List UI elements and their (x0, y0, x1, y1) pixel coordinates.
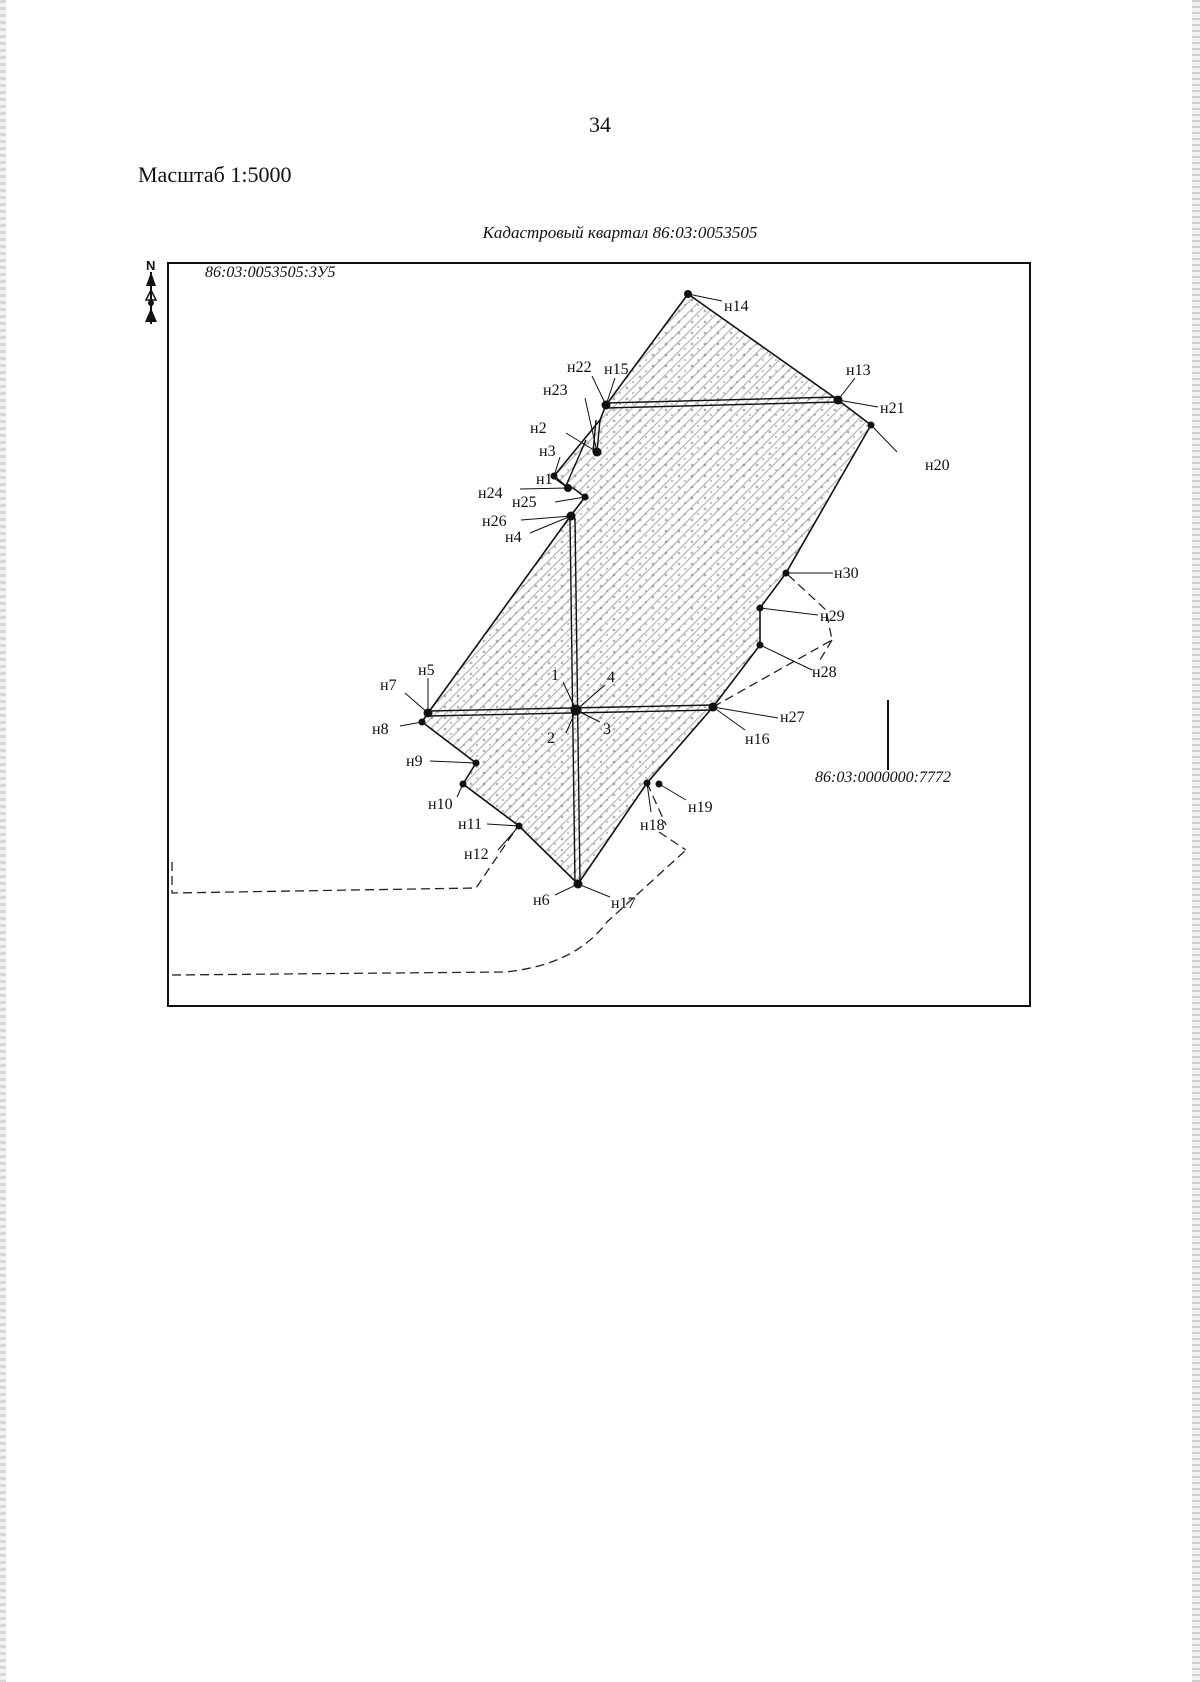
point-label: н10 (428, 796, 453, 813)
point-label: н8 (372, 721, 389, 738)
point-label: н12 (464, 846, 489, 863)
point-label: н7 (380, 677, 397, 694)
page-number: 34 (589, 112, 611, 137)
scan-edge-right (1192, 0, 1200, 1682)
point-label: н18 (640, 817, 665, 834)
point-label: н14 (724, 298, 749, 315)
point-label: н6 (533, 892, 550, 909)
label-leaders (399, 293, 898, 898)
point-label: н27 (780, 709, 805, 726)
point-label: н9 (406, 753, 423, 770)
point-label: н20 (925, 457, 950, 474)
scan-edge-left (0, 0, 6, 1682)
point-label: н21 (880, 400, 905, 417)
point-label: 1 (551, 667, 559, 684)
point-label: н29 (820, 608, 845, 625)
north-arrow-icon (144, 272, 158, 324)
point-label: н19 (688, 799, 713, 816)
point-label: н22 (567, 359, 592, 376)
parcel-label: 86:03:0053505:ЗУ5 (205, 264, 336, 281)
point-label: н4 (505, 529, 522, 546)
parcel-boundary (420, 293, 873, 886)
point-label: н1 (536, 471, 553, 488)
map-frame (167, 262, 1031, 1007)
point-label: н28 (812, 664, 837, 681)
point-label: н23 (543, 382, 568, 399)
point-label: н26 (482, 513, 507, 530)
vertex-labels: н14 н15 н22 н13 н21 н23 н2 н3 н1 н24 н25… (372, 298, 950, 912)
point-label: 3 (603, 721, 611, 738)
point-label: н24 (478, 485, 503, 502)
parcel-fill (422, 294, 871, 884)
neighbor-parcel-label: 86:03:0000000:7772 (815, 769, 951, 786)
point-label: н30 (834, 565, 859, 582)
north-label: N (146, 258, 156, 273)
scale-label: Масштаб 1:5000 (138, 162, 292, 187)
point-label: н17 (611, 895, 636, 912)
point-label: н5 (418, 662, 435, 679)
point-label: н2 (530, 420, 547, 437)
point-label: н13 (846, 362, 871, 379)
point-label: н25 (512, 494, 537, 511)
point-label: н15 (604, 361, 629, 378)
point-label: н16 (745, 731, 770, 748)
neighbor-boundaries (171, 572, 833, 976)
point-label: 2 (547, 730, 555, 747)
internal-division-lines (427, 396, 839, 885)
point-label: н3 (539, 443, 556, 460)
point-label: 4 (607, 669, 615, 686)
cadastral-quarter-label: Кадастровый квартал 86:03:0053505 (482, 223, 758, 242)
point-label: н11 (458, 816, 482, 833)
